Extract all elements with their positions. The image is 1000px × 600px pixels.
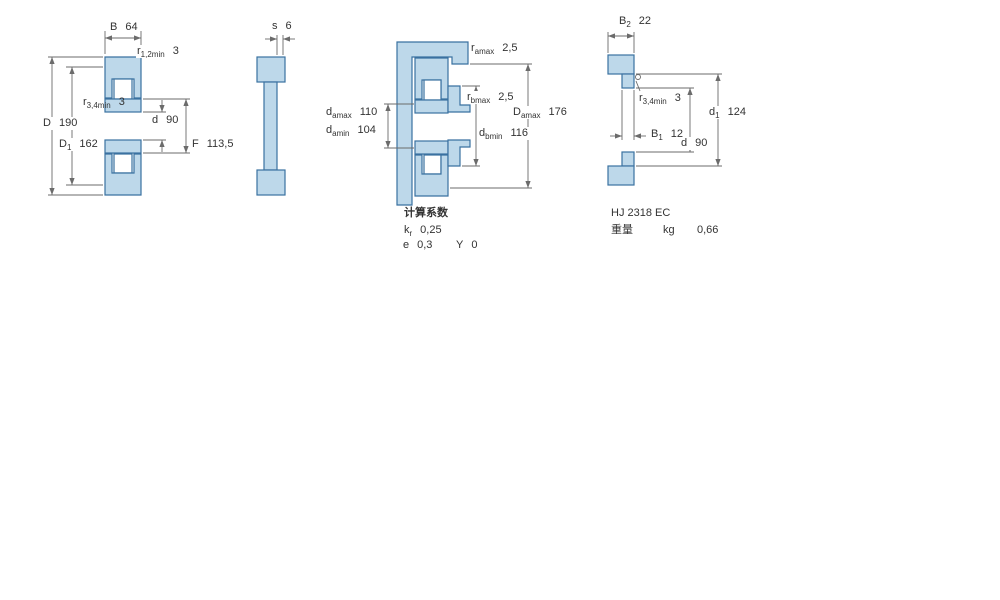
mounting-view-drawing xyxy=(384,41,532,206)
angle-ring-lip-top xyxy=(621,73,635,89)
roller-bottom xyxy=(113,153,133,174)
ring-face-bottom xyxy=(256,169,286,196)
side-view-drawing xyxy=(256,35,295,196)
mass-unit: kg xyxy=(662,224,676,237)
angle-ring-body-bottom xyxy=(607,165,635,186)
outer-ring-top-section xyxy=(104,56,142,99)
angle-ring-body-top xyxy=(607,54,635,75)
ring-face-top xyxy=(256,56,286,83)
ring-face-strip xyxy=(263,81,278,171)
housing-and-shaft-abutment xyxy=(396,41,469,206)
angle-ring-view-drawing xyxy=(607,32,722,186)
angle-ring-bottom-section xyxy=(447,139,471,167)
inner-ring-bottom-section xyxy=(414,140,449,155)
fillet-radius-mark xyxy=(635,74,641,80)
calculation-factors-title: 计算系数 xyxy=(403,207,449,220)
part-designation: HJ 2318 EC xyxy=(610,207,672,220)
inner-ring-top-section xyxy=(104,98,142,113)
side-view-dimension-lines xyxy=(265,35,295,55)
roller-top xyxy=(423,79,442,101)
roller-bottom xyxy=(423,154,442,175)
mounting-view-dimension-lines xyxy=(384,63,532,189)
outer-ring-bottom-section xyxy=(414,154,449,197)
inner-ring-bottom-section xyxy=(104,139,142,154)
mass-label: 重量 xyxy=(610,224,634,237)
inner-ring-top-section xyxy=(414,99,449,114)
outer-ring-bottom-section xyxy=(104,153,142,196)
angle-ring-top-section xyxy=(447,85,471,113)
mass-value: 0,66 xyxy=(696,224,720,237)
angle-ring-lip-bottom xyxy=(621,151,635,167)
